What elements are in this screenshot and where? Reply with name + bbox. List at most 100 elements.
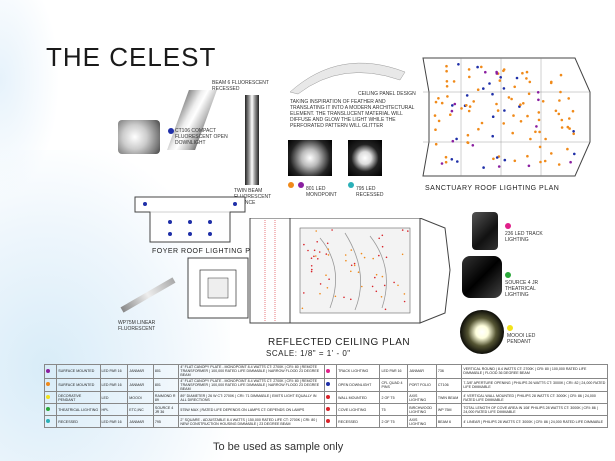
lighting-dot: [465, 104, 468, 107]
legend-cell: 801: [152, 377, 180, 393]
legend-cell: RECESSED: [56, 415, 101, 429]
lighting-dot: [456, 160, 459, 163]
ceiling-dot: [385, 256, 388, 259]
ceiling-dot: [313, 255, 315, 258]
ceiling-dot: [313, 249, 316, 252]
ceiling-dot: [378, 237, 380, 240]
track-label: 236 LED TRACK LIGHTING: [505, 231, 543, 243]
legend-cell: 795: [152, 415, 180, 429]
lighting-dot: [502, 69, 505, 73]
lighting-dot: [572, 130, 575, 133]
lighting-dot: [515, 76, 519, 80]
lighting-dot: [568, 127, 571, 130]
ceiling-dot: [357, 271, 360, 273]
legend-cell: MOOOI: [127, 391, 154, 405]
ceiling-dot: [345, 259, 347, 262]
legend-cell: WP 75M: [435, 403, 463, 417]
ceiling-dot: [360, 252, 363, 255]
lighting-dot: [537, 118, 541, 122]
lighting-dot: [510, 97, 513, 101]
legend-cell: T5: [379, 403, 409, 417]
lighting-dot: [526, 114, 529, 118]
lighting-dot: [495, 70, 498, 74]
ceiling-dot: [363, 256, 366, 259]
lighting-dot: [539, 160, 542, 164]
lighting-dot: [480, 65, 483, 69]
ceiling-dot: [393, 281, 395, 284]
lighting-dot: [527, 92, 531, 96]
lighting-dot: [472, 100, 475, 103]
legend-cell: ETC,INC: [127, 403, 154, 417]
ceiling-dot: [375, 290, 378, 293]
ceiling-dot: [310, 265, 313, 267]
ceiling-dot: [397, 284, 399, 287]
legend-cell: 4" FLAT CANOPY PLATE - MONOPOINT 8.4 WAT…: [178, 377, 325, 393]
ceiling-dot: [381, 234, 384, 237]
ceiling-dot: [350, 298, 352, 301]
legend-cell: LED PAR 16: [99, 415, 129, 429]
feather-background-top: [0, 0, 60, 200]
source4-label: SOURCE 4 JR THEATRICAL LIGHTING: [505, 280, 539, 298]
lighting-dot: [433, 114, 437, 117]
legend-cell: 89" DIAMETER | 26 W CT: 2700K | CRI: 71 …: [178, 391, 325, 405]
sample-watermark: To be used as sample only: [213, 441, 344, 453]
lighting-dot: [498, 79, 502, 82]
ceiling-dot: [383, 284, 386, 287]
lighting-dot: [525, 70, 529, 74]
lighting-dot: [529, 137, 532, 141]
lighting-dot: [460, 107, 463, 110]
ceiling-dot: [371, 285, 374, 288]
lighting-dot: [476, 65, 479, 69]
lighting-dot: [480, 121, 484, 125]
lighting-dot: [571, 109, 575, 113]
legend-cell: RECESSED: [336, 415, 381, 429]
legend-cell: JANMAR: [127, 415, 154, 429]
lighting-dot: [482, 166, 485, 169]
legend-cell: JANMAR: [127, 377, 154, 393]
legend-cell: TWIN BEAM: [435, 391, 463, 405]
ceiling-dot: [317, 258, 319, 260]
monopoint-fixture-image: [288, 140, 332, 176]
foyer-plan-title: FOYER ROOF LIGHTING PLAN: [152, 248, 266, 255]
sanctuary-plan-title: SANCTUARY ROOF LIGHTING PLAN: [425, 185, 560, 192]
legend-cell: TOTAL LENGTH OF COVE AREA IN 108' PHILIP…: [461, 403, 608, 417]
lighting-dot: [449, 113, 452, 116]
lighting-dot: [558, 99, 561, 102]
lighting-dot: [444, 160, 448, 164]
reflected-ceiling-plan: [187, 218, 451, 324]
legend-cell: RAIMOND R 89: [152, 391, 180, 405]
ceiling-dot: [316, 241, 318, 243]
lighting-dot: [569, 160, 572, 164]
lighting-dot: [560, 126, 564, 129]
ceiling-dot: [353, 262, 356, 265]
lighting-dot: [513, 85, 516, 89]
lighting-dot: [502, 122, 505, 125]
ceiling-dot: [407, 230, 409, 232]
legend-cell: LED: [99, 391, 129, 405]
ceiling-dot: [303, 292, 305, 294]
ceiling-dot: [325, 253, 328, 255]
ceiling-panel-image: [289, 62, 406, 95]
lighting-dot: [526, 154, 529, 158]
ceiling-dot: [301, 307, 304, 310]
ceiling-dot: [334, 295, 337, 298]
legend-cell: 2" SQUARE - ADJUSTABLE 8.4 WATTS | 150,0…: [178, 415, 325, 429]
ceiling-dot: [403, 300, 406, 303]
legend-cell: 4' LINEAR | PHILIPS 28 WATTS CT: 3000K |…: [461, 415, 608, 429]
legend-cell: CT106: [435, 377, 463, 393]
lighting-dot: [468, 105, 472, 108]
lighting-dot: [455, 137, 458, 141]
legend-cell: 2 OF T5: [379, 415, 409, 429]
lighting-dot: [559, 90, 562, 94]
lighting-dot: [445, 80, 449, 83]
legend-cell: 736: [435, 364, 463, 379]
lighting-dot: [549, 81, 553, 85]
lighting-dot: [559, 73, 563, 77]
lighting-dot: [445, 69, 448, 73]
lighting-dot: [467, 68, 471, 71]
twin-beam-fixture-image: [245, 95, 259, 185]
legend-cell: 7-3/8" APERTURE OPENING | PHILIPS 26 WAT…: [461, 377, 608, 393]
lighting-dot: [528, 80, 532, 84]
ceiling-dot: [372, 257, 374, 260]
